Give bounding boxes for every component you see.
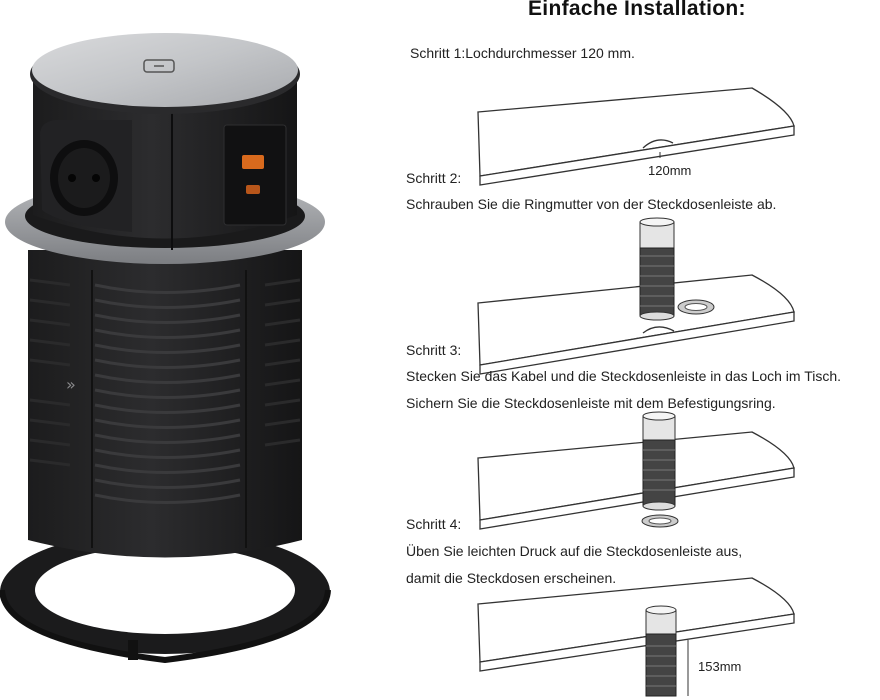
hole-diameter-label: 120mm: [648, 163, 692, 178]
page-title: Einfache Installation:: [528, 0, 746, 20]
step4-text-line2: damit die Steckdosen erscheinen.: [406, 570, 617, 586]
step4-board: [477, 577, 795, 672]
step3-text-line1: Stecken Sie das Kabel und die Steckdosen…: [406, 368, 842, 384]
step1-text: Schritt 1:Lochdurchmesser 120 mm.: [410, 45, 635, 61]
product-illustration: »: [0, 33, 331, 664]
step1-board: [477, 87, 795, 186]
height-label: 153mm: [698, 659, 742, 674]
step3-board: [477, 431, 795, 530]
step3-heading: Schritt 3:: [406, 342, 462, 358]
step2-board: [477, 274, 795, 375]
step4-text-line1: Üben Sie leichten Druck auf die Steckdos…: [406, 543, 743, 559]
step3-text-line2: Sichern Sie die Steckdosenleiste mit dem…: [406, 395, 776, 411]
step2-heading: Schritt 2:: [406, 170, 462, 186]
double-chevron-right-icon: »: [66, 375, 76, 394]
step2-text: Schrauben Sie die Ringmutter von der Ste…: [406, 196, 777, 212]
step4-heading: Schritt 4:: [406, 516, 462, 532]
wireless-charging-icon: [143, 59, 175, 73]
